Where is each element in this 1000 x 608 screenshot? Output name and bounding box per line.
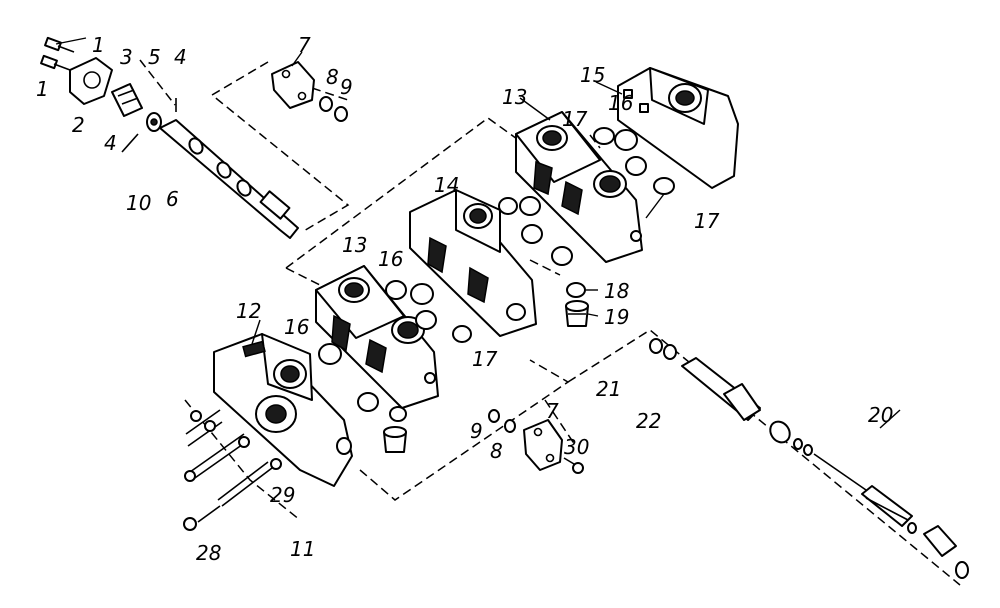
- label-8a: 8: [326, 65, 339, 89]
- label-1a: 1: [92, 33, 105, 57]
- washer-part-5: [146, 112, 162, 132]
- label-16a: 16: [608, 91, 633, 115]
- label-3: 3: [120, 45, 133, 69]
- nut-part-28: [183, 410, 216, 531]
- label-19: 19: [604, 305, 629, 329]
- end-housing-part-15: [617, 67, 739, 189]
- label-5: 5: [148, 45, 161, 69]
- label-20: 20: [868, 403, 893, 427]
- label-6: 6: [166, 187, 179, 211]
- sleeve-part-3: [111, 83, 143, 117]
- label-10: 10: [126, 191, 151, 215]
- label-30: 30: [564, 435, 589, 459]
- plug-part-lower: [383, 426, 407, 453]
- spool-assembly-part-20: [681, 357, 969, 579]
- label-2: 2: [72, 113, 85, 137]
- label-17b: 17: [694, 209, 720, 233]
- o-ring-part-21: [649, 338, 663, 354]
- label-14: 14: [434, 173, 459, 197]
- o-ring-part-18: [566, 282, 586, 298]
- valve-section-part-14: [409, 189, 537, 337]
- label-4b: 4: [104, 131, 117, 155]
- label-28: 28: [196, 541, 221, 565]
- label-22: 22: [636, 409, 661, 433]
- label-9b: 9: [470, 419, 483, 443]
- o-ring-part-9a: [334, 106, 348, 122]
- label-7b: 7: [546, 399, 559, 423]
- valve-section-part-13b: [315, 265, 439, 409]
- bolt-part-1b: [40, 54, 71, 71]
- o-ring-part-22: [663, 344, 677, 360]
- label-17a: 17: [562, 107, 588, 131]
- seal-group-upper: [593, 127, 675, 195]
- spool-part-6: [159, 119, 299, 239]
- label-13b: 13: [342, 233, 367, 257]
- label-11: 11: [290, 537, 315, 561]
- inlet-housing-part-12: [213, 333, 353, 487]
- label-17c: 17: [472, 347, 498, 371]
- o-ring-part-9b: [488, 409, 500, 423]
- part-labels: 1 1 2 3 4 4 5 6 7 8 9 10 13 15 16 17 17 …: [36, 33, 893, 565]
- cover-part-2: [69, 57, 113, 105]
- plug-part-19: [565, 300, 589, 327]
- o-ring-part-8a: [319, 96, 333, 112]
- tie-rods-part-11: [185, 409, 273, 523]
- label-4a: 4: [174, 45, 187, 69]
- leader-lines: [55, 37, 901, 429]
- label-9a: 9: [340, 75, 353, 99]
- label-12: 12: [236, 299, 261, 323]
- label-16c: 16: [284, 315, 309, 339]
- label-21: 21: [596, 377, 621, 401]
- label-13a: 13: [502, 85, 527, 109]
- label-1b: 1: [36, 77, 49, 101]
- cover-plate-part-7b: [523, 419, 563, 471]
- label-29: 29: [270, 483, 295, 507]
- cover-plate-part-7: [271, 61, 315, 109]
- label-7a: 7: [298, 33, 311, 57]
- valve-section-part-13a: [515, 111, 643, 263]
- label-16b: 16: [378, 247, 403, 271]
- seal-group-lower: [318, 280, 472, 422]
- label-18: 18: [604, 279, 629, 303]
- seal-group-middle: [498, 196, 573, 266]
- label-8b: 8: [490, 439, 503, 463]
- screw-part-30: [563, 457, 584, 474]
- pin-part-10: [121, 133, 139, 153]
- o-ring-part-8b: [504, 419, 516, 433]
- bolt-part-1a: [44, 36, 75, 53]
- label-15: 15: [580, 63, 605, 87]
- washer-part-29: [238, 436, 282, 470]
